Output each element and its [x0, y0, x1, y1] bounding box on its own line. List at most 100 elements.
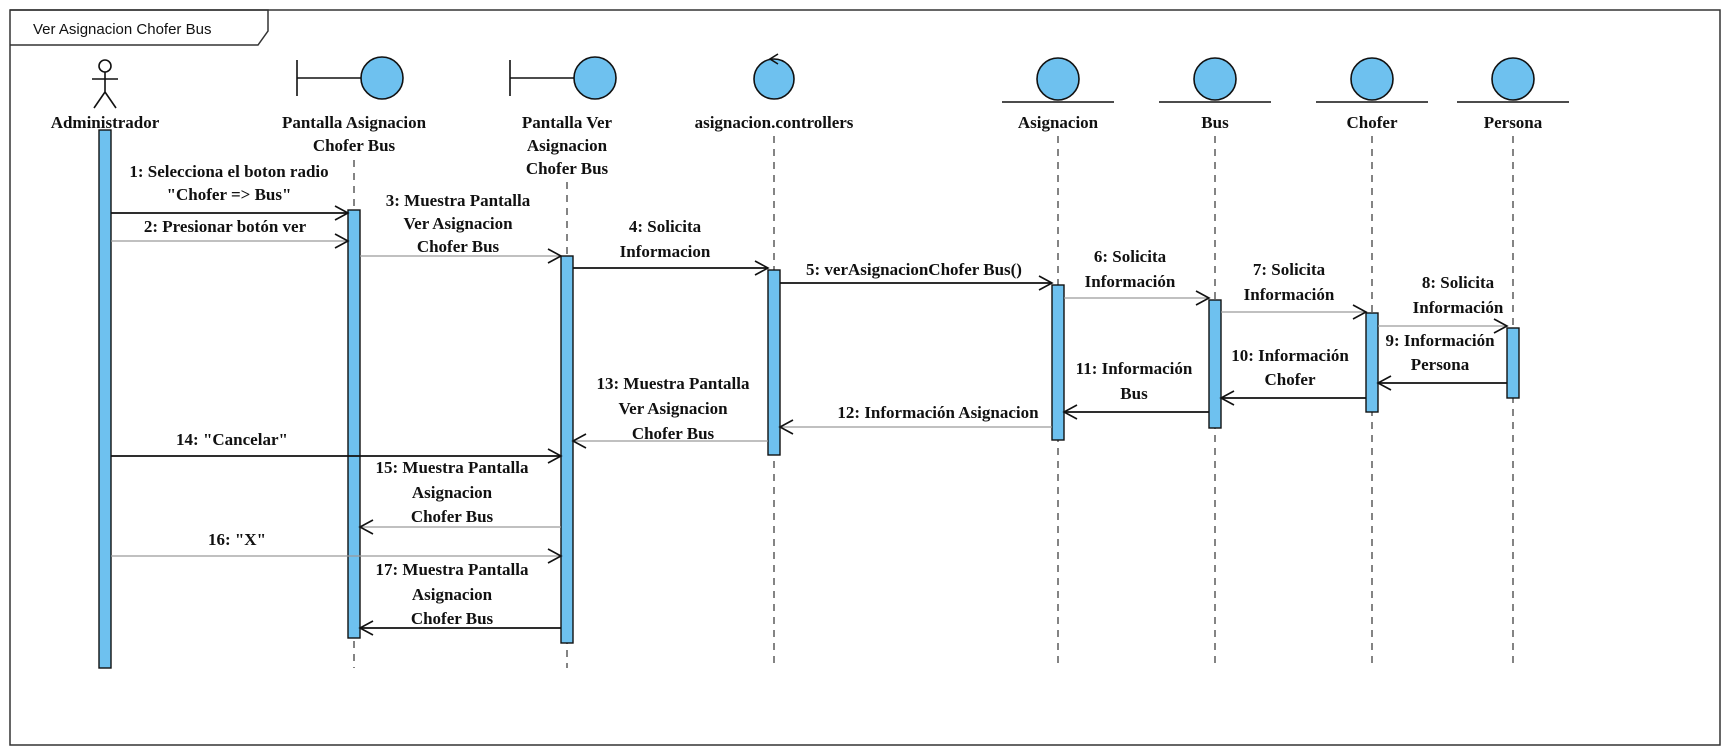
- message-label: "Chofer => Bus": [167, 185, 292, 204]
- message-label: Asignacion: [412, 483, 493, 502]
- participant-label: Chofer Bus: [526, 159, 609, 178]
- message-label: 11: Información: [1076, 359, 1193, 378]
- entity-icon: [1491, 57, 1535, 101]
- arrowhead-icon: [1062, 404, 1078, 420]
- boundary-bar-icon: [296, 60, 361, 96]
- participant-label: asignacion.controllers: [695, 113, 854, 132]
- actor-icon: [98, 59, 112, 73]
- arrowhead-icon: [571, 433, 587, 449]
- message-label: Informacion: [620, 242, 711, 261]
- message-label: 3: Muestra Pantalla: [386, 191, 531, 210]
- message-label: Bus: [1120, 384, 1148, 403]
- message-label: Información: [1244, 285, 1335, 304]
- activation-bar-admin: [98, 129, 112, 669]
- message-1: 1: Selecciona el boton radio "Chofer => B…: [111, 162, 350, 221]
- message-label: Chofer Bus: [411, 507, 494, 526]
- message-label: 1: Selecciona el boton radio: [129, 162, 328, 181]
- activation-bar-chofer: [1365, 312, 1379, 413]
- participant-pantAsig: Pantalla AsignacionChofer Bus: [282, 56, 427, 155]
- participant-label: Pantalla Ver: [522, 113, 613, 132]
- participant-admin: Administrador: [51, 59, 160, 132]
- message-label: 9: Información: [1385, 331, 1495, 350]
- message-label: Chofer Bus: [411, 609, 494, 628]
- entity-icon: [1193, 57, 1237, 101]
- arrowhead-icon: [1376, 375, 1392, 391]
- message-label: Ver Asignacion: [618, 399, 728, 418]
- message-label: 4: Solicita: [629, 217, 702, 236]
- arrowhead-icon: [1352, 304, 1368, 320]
- arrowhead-icon: [547, 448, 563, 464]
- message-12: 12: Información Asignacion: [778, 403, 1052, 435]
- boundary-icon: [360, 56, 404, 100]
- participant-asig: Asignacion: [1002, 57, 1114, 132]
- activation-bar-pantAsig: [347, 209, 361, 639]
- arrowhead-icon: [1219, 390, 1235, 406]
- arrowhead-icon: [358, 519, 374, 535]
- message-label: 6: Solicita: [1094, 247, 1167, 266]
- message-label: Persona: [1411, 355, 1470, 374]
- arrowhead-icon: [547, 248, 563, 264]
- arrowhead-icon: [1493, 318, 1509, 334]
- participant-label: Asignacion: [527, 136, 608, 155]
- message-14: 14: "Cancelar": [111, 430, 563, 464]
- participant-label: Persona: [1484, 113, 1543, 132]
- participant-chofer: Chofer: [1316, 57, 1428, 132]
- actor-body-icon: [92, 72, 118, 109]
- arrowhead-icon: [754, 260, 770, 276]
- frame-title: Ver Asignacion Chofer Bus: [33, 21, 211, 38]
- arrowhead-icon: [358, 620, 374, 636]
- participant-label: Bus: [1201, 113, 1229, 132]
- message-label: 7: Solicita: [1253, 260, 1326, 279]
- activation-bar-pantVer: [560, 255, 574, 644]
- activation-bar-bus: [1208, 299, 1222, 429]
- boundary-icon: [573, 56, 617, 100]
- message-5: 5: verAsignacionChofer Bus(): [780, 260, 1054, 291]
- message-label: Ver Asignacion: [403, 214, 513, 233]
- message-label: Chofer Bus: [417, 237, 500, 256]
- diagram-frame: [9, 9, 1721, 746]
- participant-persona: Persona: [1457, 57, 1569, 132]
- message-label: 8: Solicita: [1422, 273, 1495, 292]
- message-label: 15: Muestra Pantalla: [376, 458, 529, 477]
- participant-label: Chofer Bus: [313, 136, 396, 155]
- message-label: Información: [1413, 298, 1504, 317]
- message-label: Información: [1085, 272, 1176, 291]
- participant-bus: Bus: [1159, 57, 1271, 132]
- message-label: 17: Muestra Pantalla: [376, 560, 529, 579]
- message-label: Chofer: [1265, 370, 1316, 389]
- arrowhead-icon: [547, 548, 563, 564]
- activation-bar-asig: [1051, 284, 1065, 441]
- message-label: 16: "X": [208, 530, 266, 549]
- arrowhead-icon: [1038, 275, 1054, 291]
- control-icon: [753, 58, 795, 100]
- arrowhead-icon: [1195, 290, 1211, 306]
- participant-label: Chofer: [1347, 113, 1398, 132]
- message-label: 2: Presionar botón ver: [144, 217, 307, 236]
- message-16: 16: "X": [111, 530, 563, 564]
- entity-icon: [1350, 57, 1394, 101]
- activation-bar-ctrl: [767, 269, 781, 456]
- arrowhead-icon: [334, 205, 350, 221]
- control-arrow-icon: [768, 53, 779, 65]
- activation-bar-persona: [1506, 327, 1520, 399]
- arrowhead-icon: [334, 233, 350, 249]
- message-2: 2: Presionar botón ver: [111, 217, 350, 249]
- message-label: 14: "Cancelar": [176, 430, 288, 449]
- message-label: 12: Información Asignacion: [837, 403, 1039, 422]
- frame-title-tab: [10, 9, 269, 46]
- message-label: Asignacion: [412, 585, 493, 604]
- message-label: 13: Muestra Pantalla: [597, 374, 750, 393]
- entity-icon: [1036, 57, 1080, 101]
